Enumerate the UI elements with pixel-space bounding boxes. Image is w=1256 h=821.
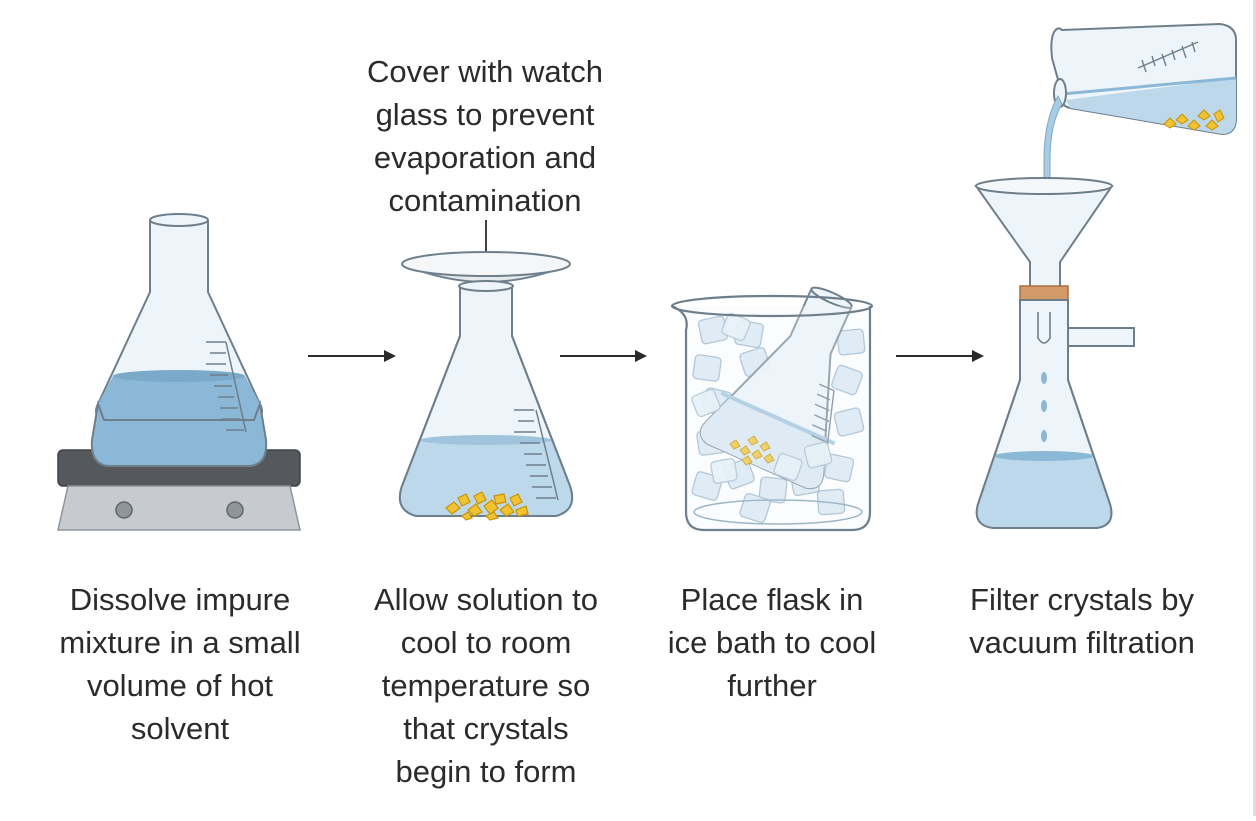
crystals-icon (1163, 109, 1225, 131)
ice-cubes-front (691, 312, 833, 484)
graduation-marks-icon (514, 409, 559, 501)
step-3-caption: Place flask in ice bath to cool further (667, 582, 877, 703)
crystals-icon (445, 491, 529, 521)
step-3-ice-bath (670, 286, 874, 532)
step-1-hotplate-flask (57, 213, 301, 531)
pouring-flask (1050, 22, 1237, 136)
page-scrollbar[interactable] (1253, 0, 1256, 816)
hotplate-knob-left-icon (115, 501, 133, 519)
graduation-marks-icon (1137, 41, 1199, 73)
step-1-caption: Dissolve impure mixture in a small volum… (59, 582, 301, 746)
filtrate-drops-icon (1041, 372, 1047, 442)
watch-glass-note: Cover with watch glass to prevent evapor… (366, 54, 604, 218)
hotplate-knob-right-icon (226, 501, 244, 519)
filter-flask (975, 299, 1135, 529)
erlenmeyer-flask-cooling (398, 280, 574, 521)
rubber-stopper (1019, 285, 1069, 301)
vacuum-sidearm (1067, 327, 1135, 347)
funnel (974, 177, 1114, 301)
graduation-marks-icon (206, 341, 247, 433)
step-4-vacuum-filtration (974, 22, 1237, 529)
graduation-marks-icon (811, 383, 835, 445)
erlenmeyer-flask-hot (90, 213, 268, 467)
crystals-icon (729, 435, 775, 466)
step-2-cooling-flask (398, 220, 574, 521)
beaker (670, 294, 874, 532)
watch-glass (401, 251, 571, 283)
step-4-caption: Filter crystals by vacuum filtration (969, 582, 1195, 660)
step-2-caption: Allow solution to cool to room temperatu… (373, 582, 598, 789)
